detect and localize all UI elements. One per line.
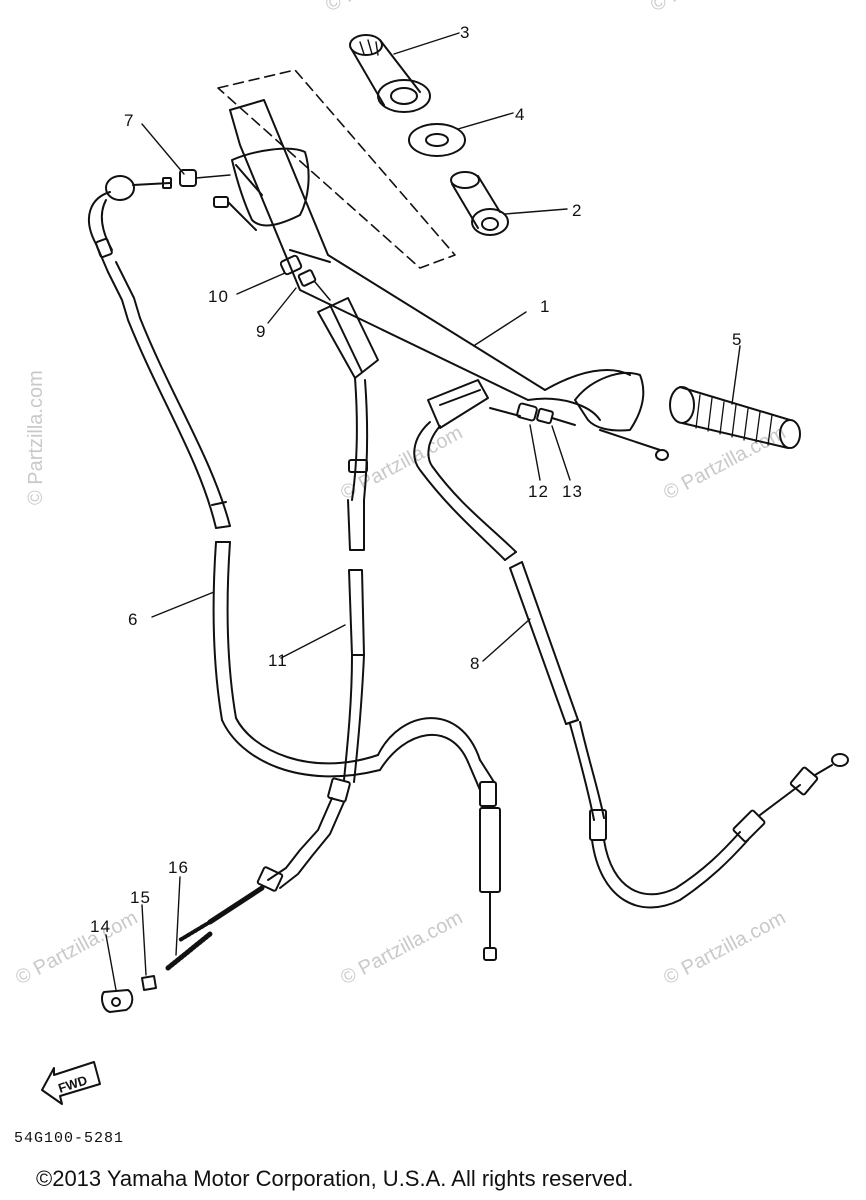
watermark: © Partzilla.com [660,907,789,990]
watermark: © Partzilla.com [322,0,451,16]
line-art [41,32,849,1105]
callout-15: 15 [130,888,151,907]
joint-14 [101,989,134,1013]
exploded-view-box [217,69,456,269]
collar-15 [141,975,157,991]
lever-perch-left [213,147,310,231]
watermark-layer: © Partzilla.com © Partzilla.com © Partzi… [12,0,789,989]
washer-4 [408,123,466,157]
leader-lines [105,32,741,991]
diagram-code: 54G100-5281 [14,1130,124,1147]
watermark: © Partzilla.com [12,907,141,990]
callout-12: 12 [528,482,549,501]
watermark: © Partzilla.com [647,0,776,16]
callout-1: 1 [540,297,550,316]
watermark-left: © Partzilla.com [25,370,47,505]
cable-11 [178,377,369,942]
callout-4: 4 [515,105,525,124]
cable-boot-left [317,297,379,379]
callout-3: 3 [460,23,470,42]
grip-5 [669,386,801,449]
callout-2: 2 [572,201,582,220]
throttle-tube-2 [450,171,509,236]
spring-16 [165,931,213,971]
callout-11: 11 [268,651,288,670]
grip-3 [349,34,431,113]
callout-9: 9 [256,322,266,341]
copyright-notice: ©2013 Yamaha Motor Corporation, U.S.A. A… [36,1166,633,1191]
cable-6 [87,175,501,961]
lever-perch-right [574,372,669,461]
callout-8: 8 [470,654,480,673]
watermark: © Partzilla.com [337,907,466,990]
callout-14: 14 [90,917,111,936]
adjuster-9-10 [279,254,331,301]
callout-6: 6 [128,610,138,629]
callout-13: 13 [562,482,583,501]
callouts: 1 2 3 4 5 6 7 8 9 10 11 12 13 14 15 16 [90,23,742,936]
fwd-arrow [41,1061,101,1105]
callout-10: 10 [208,287,229,306]
cable-boot-right [427,379,489,429]
callout-16: 16 [168,858,189,877]
callout-5: 5 [732,330,742,349]
cable-8 [413,421,849,909]
callout-7: 7 [124,111,134,130]
adjuster-12-13 [489,402,576,426]
